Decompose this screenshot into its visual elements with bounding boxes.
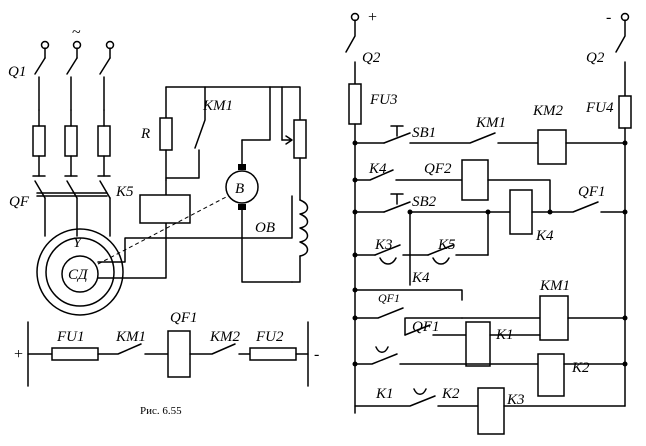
coil-k4 — [509, 189, 533, 235]
breaker-qf-label: QF — [9, 194, 30, 210]
rheostat — [293, 119, 307, 159]
switch-q1 — [34, 57, 111, 75]
qf2-label: QF2 — [424, 161, 452, 177]
k4-r2-label: K4 — [368, 161, 387, 177]
fuse-fu3 — [348, 83, 362, 125]
fuse-phase-c — [97, 125, 111, 157]
qf1-small-label: QF1 — [378, 291, 400, 305]
fuse-phase-a — [32, 125, 46, 157]
contact-k4-r2 — [354, 169, 394, 181]
coil-k2 — [537, 353, 565, 397]
contact-k5 — [427, 244, 454, 265]
contact-km1-r1 — [409, 132, 496, 144]
k1-contact-label: K1 — [375, 386, 394, 402]
k2-coil-label: K2 — [571, 360, 590, 376]
switch-q2-left — [345, 19, 356, 85]
breaker-coil-circuit: + - FU1 KM1 QF1 KM2 FU2 Рис. 6.55 — [14, 310, 319, 417]
breaker-qf — [34, 180, 111, 199]
fu2-label: FU2 — [255, 329, 284, 345]
coil-km2 — [537, 129, 567, 165]
motor-stator — [36, 228, 124, 316]
contact-km1-label: KM1 — [202, 98, 233, 114]
fuse-fu2 — [249, 347, 297, 361]
resistor-r — [159, 117, 173, 151]
fu3-label: FU3 — [369, 92, 398, 108]
q2-left-label: Q2 — [362, 50, 381, 66]
relay-k5 — [139, 194, 191, 224]
motor-circuit: ~ Q1 QF Y СД K5 — [8, 24, 309, 316]
sb2-label: SB2 — [412, 194, 437, 210]
km1-bottom-label: KM1 — [115, 329, 146, 345]
fuse-phase-b — [64, 125, 78, 157]
coil-qf1 — [167, 330, 191, 378]
bottom-minus: - — [314, 346, 319, 363]
k4-r4-label: K4 — [411, 270, 430, 286]
coil-k1 — [465, 321, 491, 367]
winding-ob-label: OB — [255, 220, 275, 236]
coil-k3 — [477, 387, 505, 435]
button-sb1 — [383, 125, 411, 144]
coil-km1 — [539, 295, 569, 341]
relay-k5-label: K5 — [115, 184, 134, 200]
qf1-r6-label: QF1 — [412, 319, 440, 335]
ladder-plus: + — [368, 9, 377, 26]
button-sb2 — [383, 193, 411, 213]
q2-right-label: Q2 — [586, 50, 605, 66]
switch-q1-label: Q1 — [8, 64, 26, 80]
contact-km2-bottom — [189, 343, 236, 355]
k3-label: K3 — [374, 237, 393, 253]
control-ladder: + - Q2 Q2 FU3 FU4 SB1 KM1 KM2 K4 QF2 — [345, 9, 632, 435]
k5-label: K5 — [437, 237, 456, 253]
ladder-minus: - — [606, 9, 611, 26]
qf1-r3-label: QF1 — [578, 184, 606, 200]
km2-bottom-label: KM2 — [209, 329, 241, 345]
fu1-label: FU1 — [56, 329, 85, 345]
k1-coil-label: K1 — [495, 327, 514, 343]
k4-coil-label: K4 — [535, 228, 554, 244]
exciter-b — [225, 170, 259, 204]
contact-km1-bottom — [97, 343, 142, 355]
figure-caption: Рис. 6.55 — [140, 405, 182, 417]
km1-coil-label: KM1 — [539, 278, 570, 294]
ac-symbol: ~ — [72, 24, 81, 41]
contact-k2-time — [354, 388, 436, 407]
switch-q2-right — [615, 19, 626, 97]
km2-label: KM2 — [532, 103, 564, 119]
sb1-label: SB1 — [412, 125, 436, 141]
contact-qf1-r3 — [531, 201, 599, 213]
contact-qf1-r6 — [404, 324, 431, 336]
motor-label: СД — [68, 267, 89, 283]
fuse-fu4 — [618, 95, 632, 129]
coil-qf2 — [461, 159, 489, 201]
star-label: Y — [73, 235, 83, 251]
bottom-plus: + — [14, 346, 23, 363]
motor-rotor — [61, 255, 99, 293]
qf1-coil-label: QF1 — [170, 310, 198, 326]
exciter-b-label: B — [235, 181, 244, 197]
contact-km1 — [194, 86, 206, 149]
contact-qf1-small — [354, 307, 404, 319]
contact-k1-time — [354, 346, 398, 365]
k3-coil-label: K3 — [506, 392, 525, 408]
contact-k3 — [374, 244, 401, 265]
fuse-fu1 — [51, 347, 99, 361]
fu4-label: FU4 — [585, 100, 614, 116]
winding-ob — [299, 199, 309, 257]
km1-r1-label: KM1 — [475, 115, 506, 131]
k2-contact-label: K2 — [441, 386, 460, 402]
resistor-r-label: R — [140, 126, 150, 142]
